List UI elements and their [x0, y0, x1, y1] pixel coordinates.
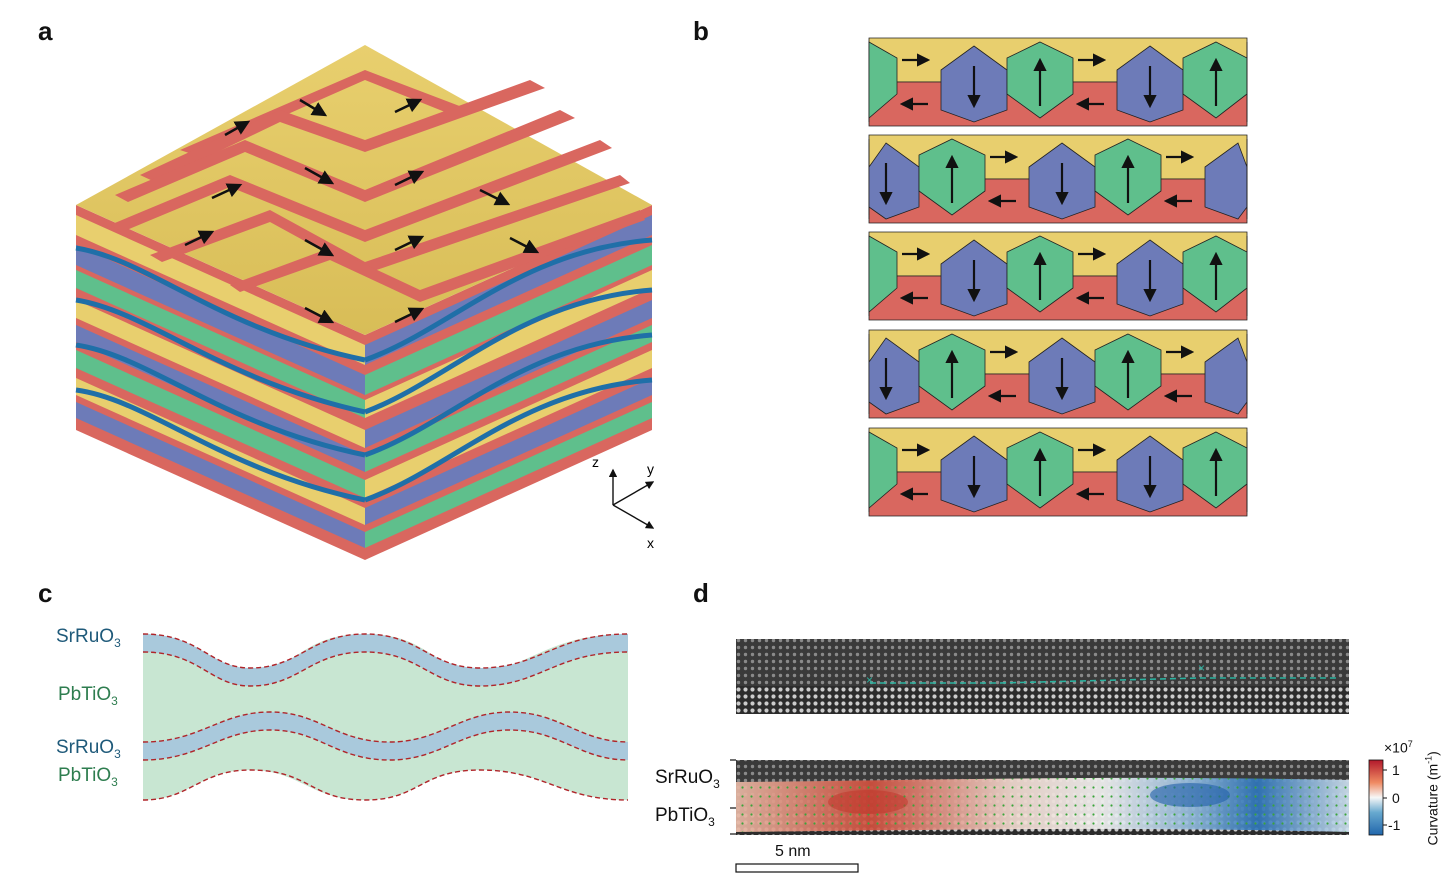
- c-label-pbtio-1: PbTiO3: [58, 684, 118, 708]
- panel-c-schematic: [143, 634, 628, 800]
- axes-triad: [613, 470, 653, 528]
- scale-bar-label: 5 nm: [775, 843, 811, 861]
- scale-bar: [736, 864, 858, 872]
- colorbar-multiplier: ×107: [1384, 739, 1413, 756]
- c-label-srruo-2: SrRuO3: [56, 737, 121, 761]
- svg-text:×: ×: [866, 673, 873, 687]
- d-label-pbtio: PbTiO3: [655, 805, 715, 829]
- colorbar: [1369, 760, 1383, 835]
- panel-d-stem-images: × ×: [730, 639, 1387, 872]
- axis-y-label: y: [647, 461, 654, 477]
- panel-a-3d-block: [76, 45, 652, 560]
- axis-z-label: z: [592, 454, 599, 470]
- panel-b-domain-strips: [869, 38, 1247, 516]
- d-label-srruo: SrRuO3: [655, 767, 720, 791]
- c-label-pbtio-2: PbTiO3: [58, 765, 118, 789]
- svg-text:×: ×: [1198, 661, 1205, 675]
- colorbar-tick-1: 1: [1392, 762, 1400, 778]
- axis-x-label: x: [647, 535, 654, 551]
- colorbar-tick-0: 0: [1392, 790, 1400, 806]
- colorbar-axis-label: Curvature (m-1): [1424, 718, 1441, 878]
- colorbar-tick-neg1: -1: [1388, 817, 1400, 833]
- c-label-srruo-1: SrRuO3: [56, 626, 121, 650]
